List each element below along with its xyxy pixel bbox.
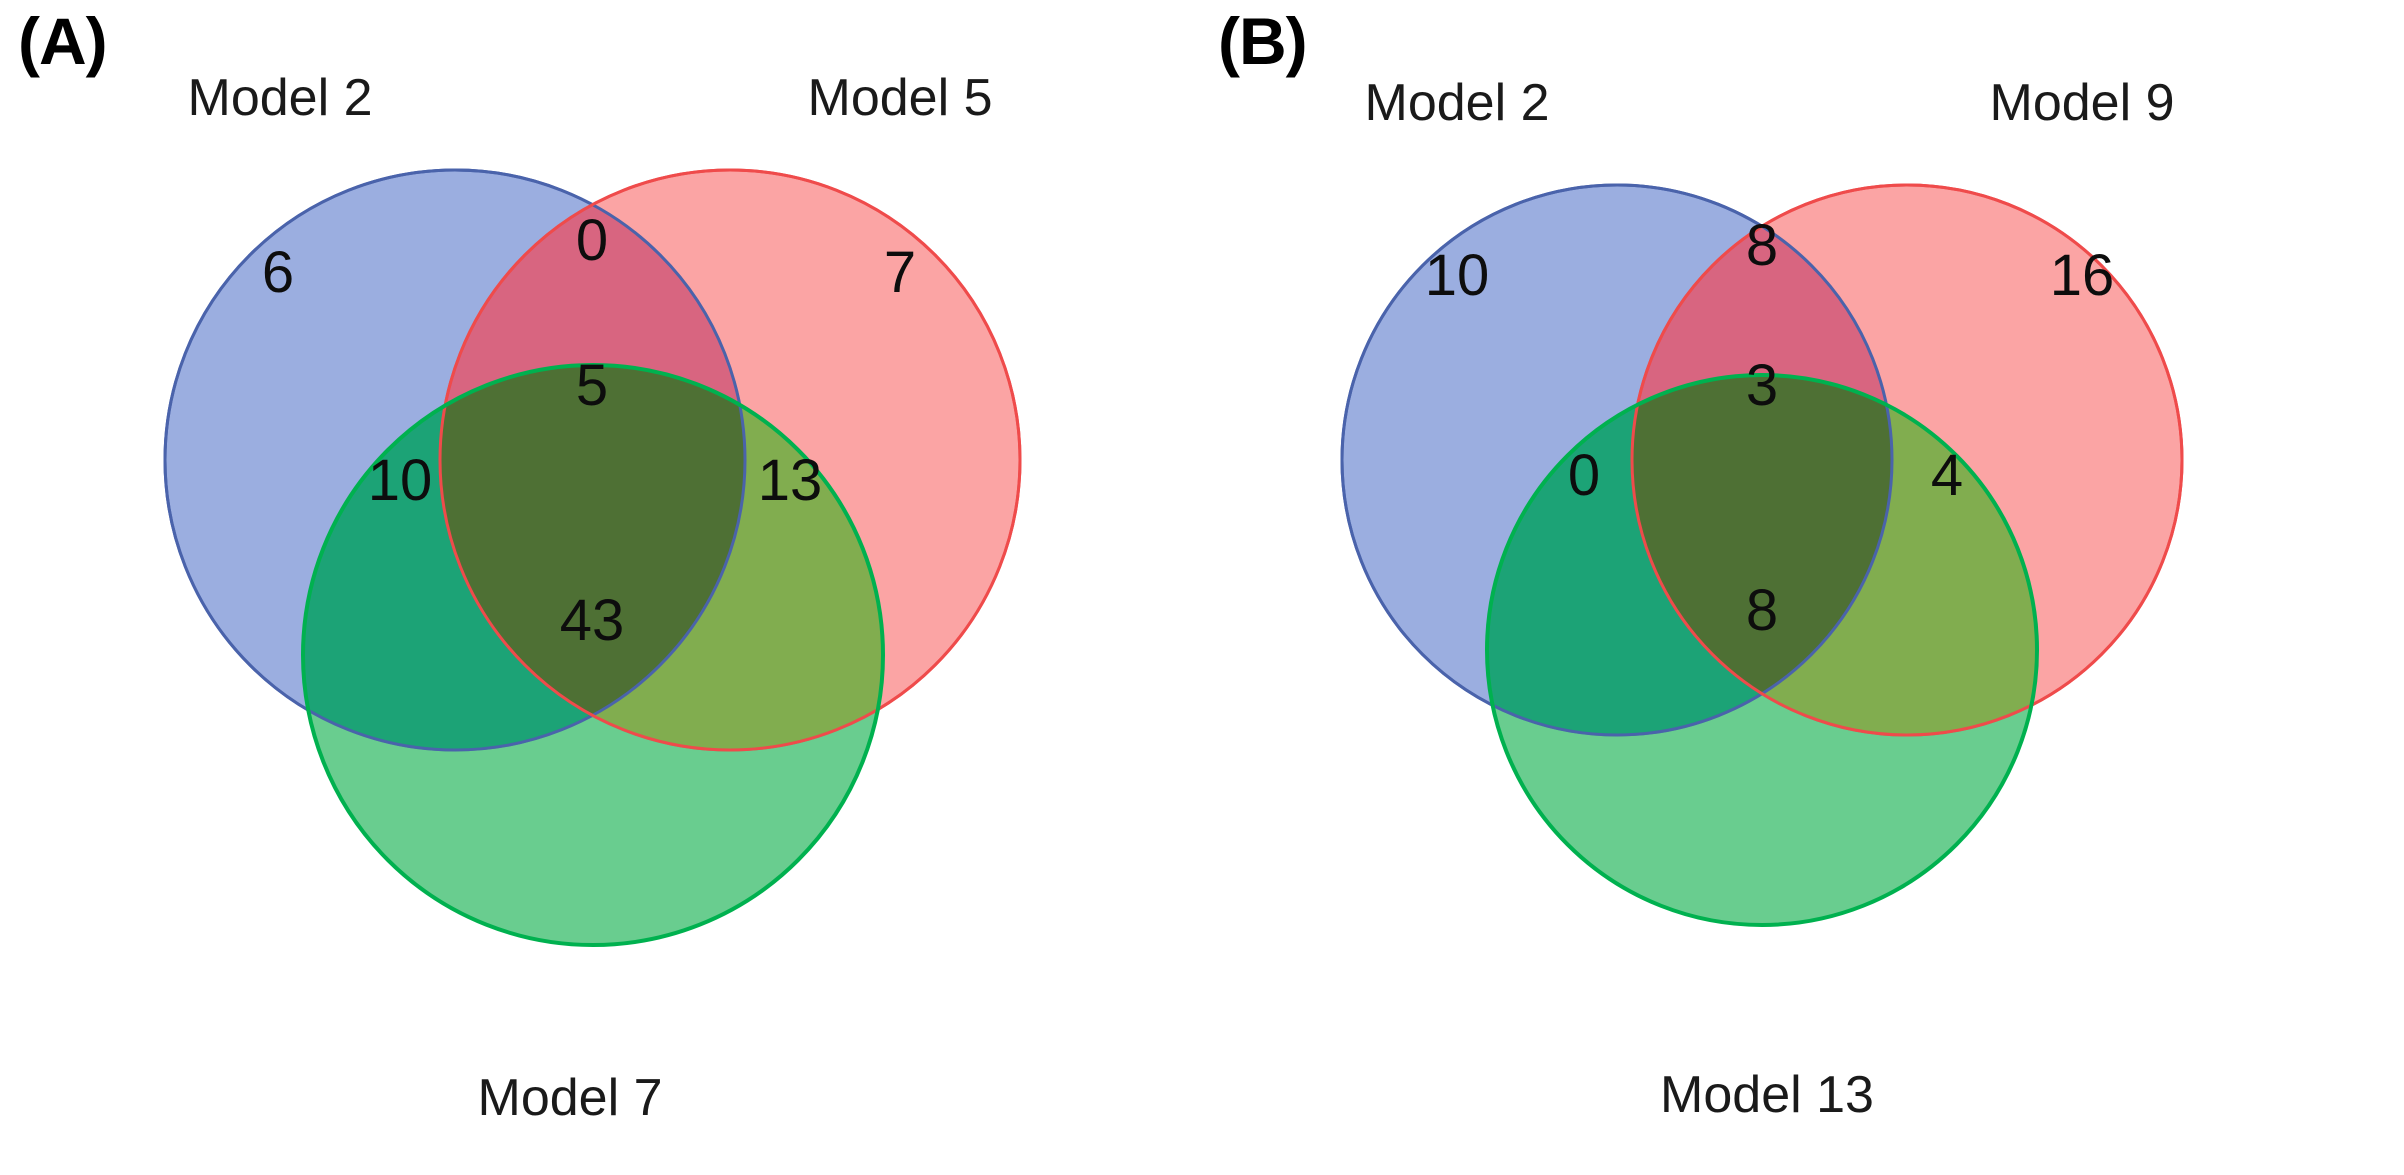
count-red-green-a: 13 xyxy=(758,448,823,513)
panel-b-letter: (B) xyxy=(1218,4,1308,78)
count-blue-green-a: 10 xyxy=(368,448,433,513)
count-red-only-a: 7 xyxy=(884,240,916,305)
count-green-only-a: 43 xyxy=(560,588,625,653)
panel-b: (B) xyxy=(1202,0,2404,1175)
set-label-blue-b: Model 2 xyxy=(1365,74,1550,132)
count-blue-red-a: 0 xyxy=(576,208,608,273)
set-label-green-a: Model 7 xyxy=(478,1069,663,1127)
count-blue-red-b: 8 xyxy=(1746,213,1778,278)
set-label-red-b: Model 9 xyxy=(1990,74,2175,132)
set-outline-red-a xyxy=(438,168,1022,752)
panel-a-letter: (A) xyxy=(18,4,108,78)
count-red-only-b: 16 xyxy=(2050,243,2115,308)
set-label-green-b: Model 13 xyxy=(1660,1066,1874,1124)
overlap-triple-b xyxy=(1632,375,1892,735)
set-label-red-a: Model 5 xyxy=(808,69,993,127)
count-all-three-b: 3 xyxy=(1746,353,1778,418)
count-all-three-a: 5 xyxy=(576,353,608,418)
set-outline-blue-a xyxy=(163,168,747,752)
overlap-triple-a xyxy=(440,365,745,750)
panel-a: (A) xyxy=(18,4,1022,1127)
count-blue-only-a: 6 xyxy=(262,240,294,305)
count-green-only-b: 8 xyxy=(1746,578,1778,643)
set-outline-green-a xyxy=(301,363,885,947)
venn-diagram-b: Model 2 Model 9 Model 13 10 8 16 3 0 4 8 xyxy=(1340,74,2184,1124)
set-label-blue-a: Model 2 xyxy=(188,69,373,127)
set-outline-green-b xyxy=(1485,373,2039,927)
set-outline-blue-b xyxy=(1340,183,1894,737)
count-blue-green-b: 0 xyxy=(1568,443,1600,508)
count-blue-only-b: 10 xyxy=(1425,243,1490,308)
venn-diagram-a: Model 2 Model 5 Model 7 6 0 7 5 10 13 43 xyxy=(163,69,1022,1127)
count-red-green-b: 4 xyxy=(1931,443,1963,508)
set-outline-red-b xyxy=(1630,183,2184,737)
